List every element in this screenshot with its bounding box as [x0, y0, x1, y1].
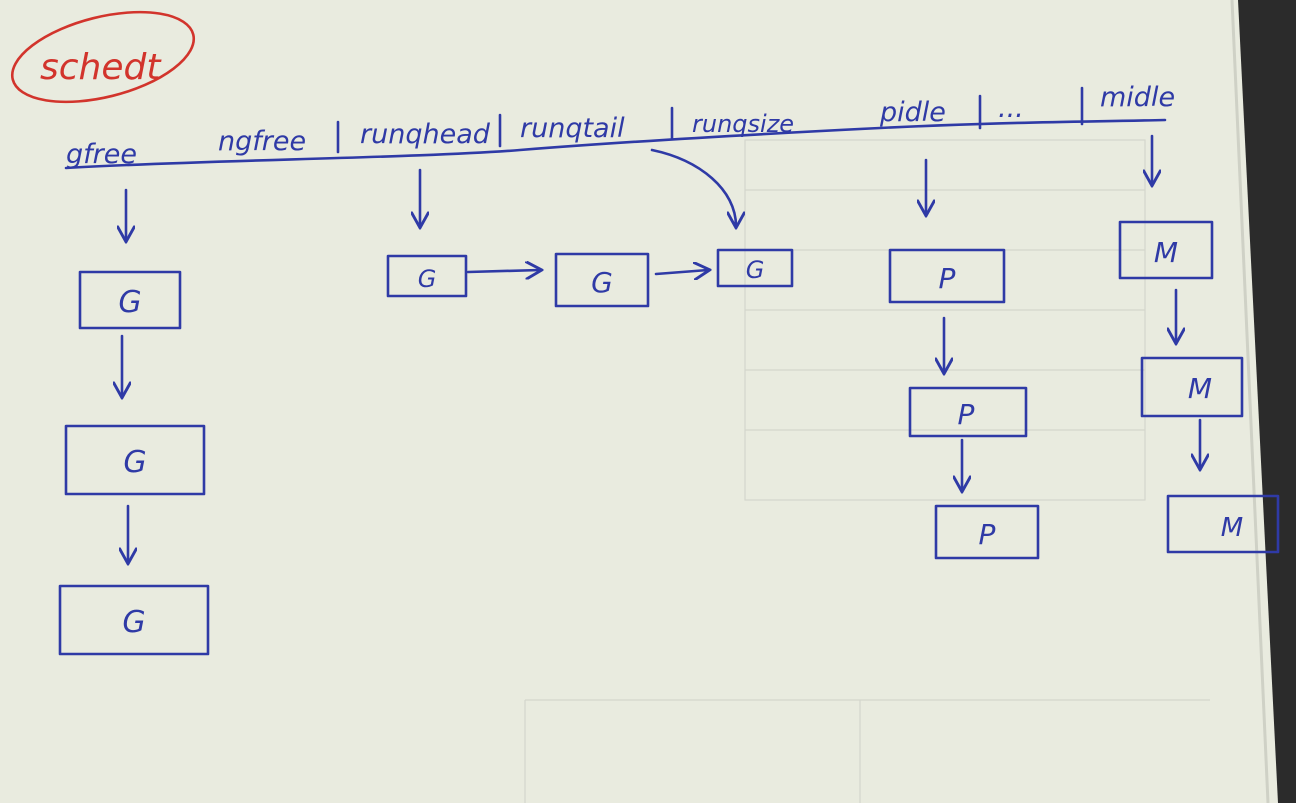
runq-node: [716, 248, 794, 288]
arrow: [466, 270, 540, 272]
runq-node: [554, 252, 650, 308]
runq-node: [386, 254, 468, 298]
runq-node-label: G: [591, 266, 613, 299]
gfree-node-label: G: [118, 285, 141, 320]
gfree-node: [64, 424, 206, 496]
field-runqtail: runqtail: [520, 113, 625, 144]
midle-node: [1166, 494, 1280, 554]
field-ngfree: ngfree: [218, 126, 306, 157]
pidle-node: [908, 386, 1028, 438]
midle-list: M M M: [1118, 134, 1280, 554]
pidle-node-label: P: [979, 518, 996, 551]
gfree-list: G G G: [58, 188, 210, 656]
runq-list: G G G: [386, 148, 794, 308]
gfree-node: [58, 584, 210, 656]
runq-node-label: G: [418, 265, 437, 293]
pidle-list: P P P: [888, 158, 1040, 560]
gfree-node-label: G: [122, 605, 145, 640]
field-runqsize: runqsize: [692, 110, 794, 138]
title: schedt: [40, 47, 162, 88]
field-ellipsis: ...: [998, 93, 1024, 124]
struct-header: gfree ngfree runqhead runqtail runqsize …: [64, 82, 1175, 170]
pidle-node-label: P: [958, 398, 975, 431]
pidle-node: [888, 248, 1006, 304]
runq-node-label: G: [746, 256, 765, 284]
field-runqhead: runqhead: [360, 119, 491, 150]
midle-node: [1140, 356, 1244, 418]
title-group: schedt: [10, 10, 196, 104]
pidle-node-label: P: [939, 262, 956, 295]
gfree-node-label: G: [123, 445, 146, 480]
midle-node-label: M: [1221, 513, 1243, 543]
notebook-cover-edge: [1238, 0, 1296, 803]
midle-node: [1118, 220, 1214, 280]
runqtail-arrow: [650, 148, 736, 226]
title-circle: [10, 10, 196, 104]
header-underline: [64, 118, 1167, 170]
midle-node-label: M: [1154, 236, 1178, 269]
arrow: [654, 270, 708, 274]
page-edge: [1230, 0, 1270, 803]
gfree-node: [78, 270, 182, 330]
field-midle: midle: [1100, 82, 1175, 113]
midle-node-label: M: [1188, 372, 1212, 405]
pidle-node: [934, 504, 1040, 560]
field-gfree: gfree: [66, 139, 137, 170]
field-pidle: pidle: [879, 97, 946, 128]
